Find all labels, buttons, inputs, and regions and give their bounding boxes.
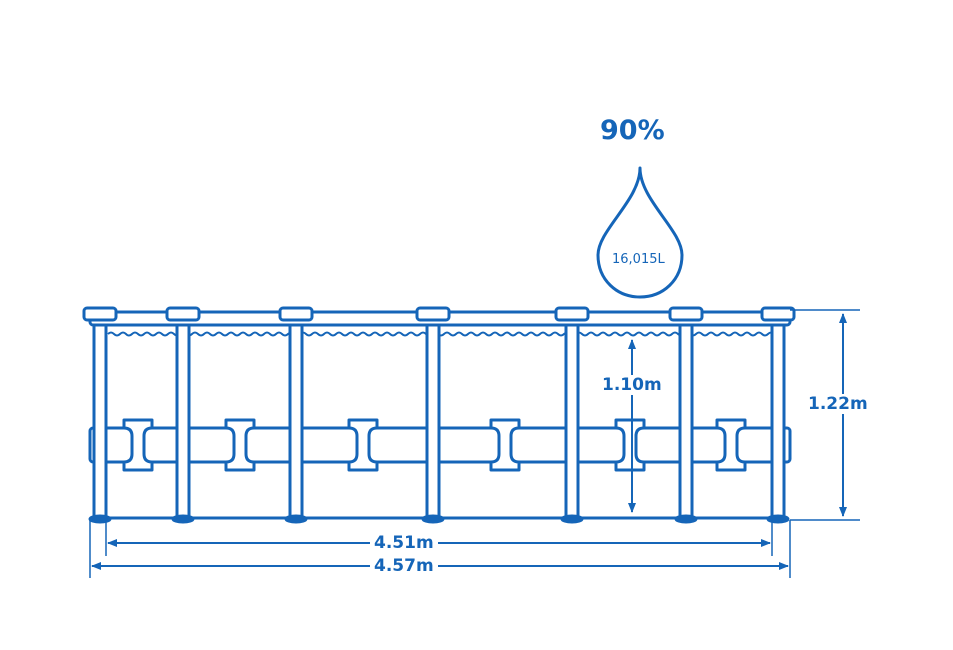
pole-foot [171, 514, 195, 524]
pole-foot [88, 514, 112, 524]
frame-pole [678, 323, 694, 520]
pole-foot [766, 514, 790, 524]
frame-pole [425, 323, 441, 520]
pole-cap [415, 306, 451, 322]
outer-diameter-label: 4.57m [370, 556, 438, 576]
inner-diameter-label: 4.51m [370, 533, 438, 553]
pole-cap [668, 306, 704, 322]
frame-pole [288, 323, 304, 520]
pole-foot [560, 514, 584, 524]
belt-connector [347, 418, 379, 472]
water-line [107, 331, 781, 337]
pole-cap [554, 306, 590, 322]
pole-cap [278, 306, 314, 322]
volume-label: 16,015L [612, 252, 665, 267]
pole-cap [165, 306, 201, 322]
pole-cap [760, 306, 796, 322]
water-drop-icon [596, 166, 684, 299]
belt-connector [122, 418, 154, 472]
pole-foot [284, 514, 308, 524]
frame-pole [564, 323, 580, 520]
frame-pole [92, 323, 108, 520]
pole-foot [674, 514, 698, 524]
belt-connector [614, 418, 646, 472]
water-depth-label: 1.10m [602, 375, 662, 395]
pole-foot [421, 514, 445, 524]
fill-percent-label: 90% [600, 115, 665, 146]
total-height-label: 1.22m [808, 394, 868, 414]
belt-connector [715, 418, 747, 472]
frame-pole [175, 323, 191, 520]
belt-connector [489, 418, 521, 472]
frame-pole [770, 323, 786, 520]
belt-connector [224, 418, 256, 472]
pole-cap [82, 306, 118, 322]
